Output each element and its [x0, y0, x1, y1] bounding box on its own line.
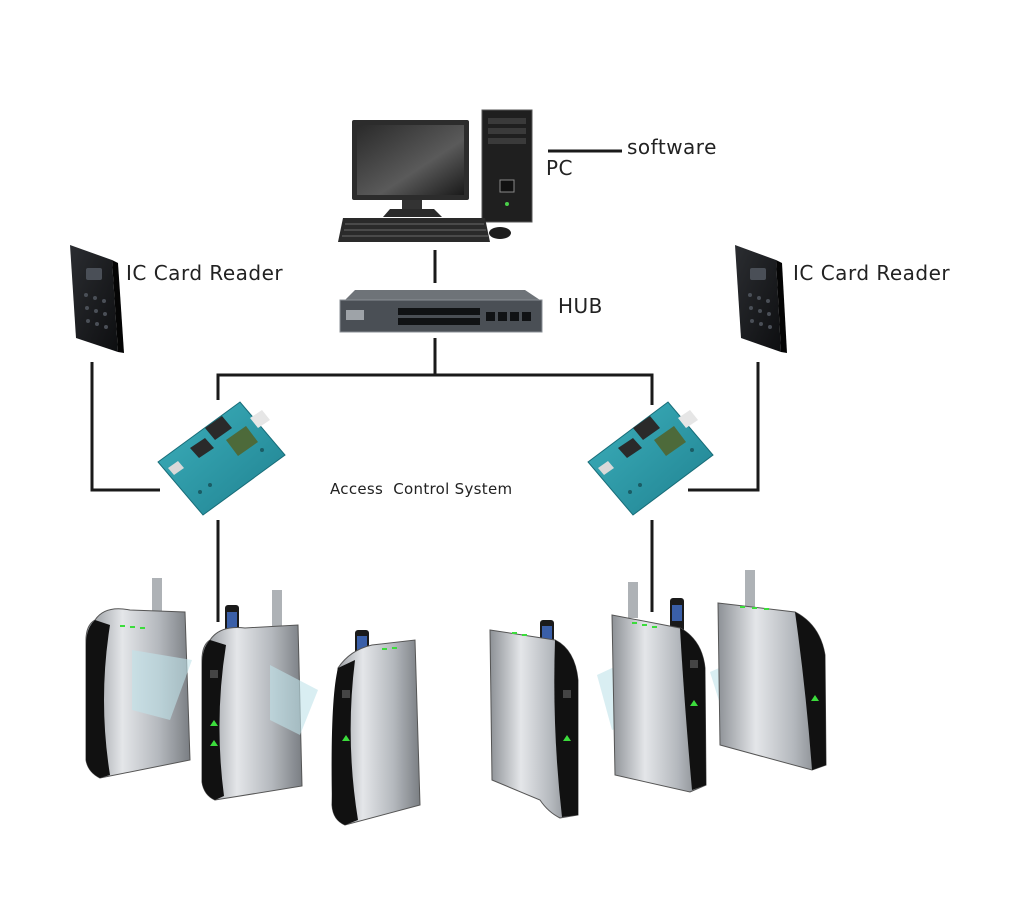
- turnstile-icon: [489, 620, 579, 819]
- system-label: Access Control System: [330, 480, 513, 498]
- hub-icon: [339, 290, 543, 333]
- turnstile-group-left: [85, 578, 421, 826]
- pc-icon: [338, 109, 533, 242]
- hub-label: HUB: [558, 294, 603, 318]
- left-reader-line: [90, 362, 160, 492]
- turnstile-group-right: [489, 570, 827, 819]
- right-reader-line: [688, 362, 760, 492]
- card-reader-right-icon: [735, 245, 787, 353]
- turnstile-icon: [597, 582, 707, 793]
- card-reader-left-icon: [70, 245, 124, 353]
- pc-label: PC: [546, 156, 574, 180]
- controller-board-left-icon: [157, 401, 286, 516]
- turnstile-icon: [710, 570, 827, 771]
- hub-controllers-line: [216, 373, 654, 405]
- turnstile-icon: [201, 590, 318, 801]
- connection-lines: [90, 149, 760, 622]
- turnstile-icon: [85, 578, 192, 779]
- turnstile-icon: [331, 630, 421, 826]
- reader-left-label: IC Card Reader: [126, 261, 284, 285]
- software-label: software: [627, 135, 717, 159]
- controller-board-right-icon: [587, 401, 714, 516]
- reader-right-label: IC Card Reader: [793, 261, 951, 285]
